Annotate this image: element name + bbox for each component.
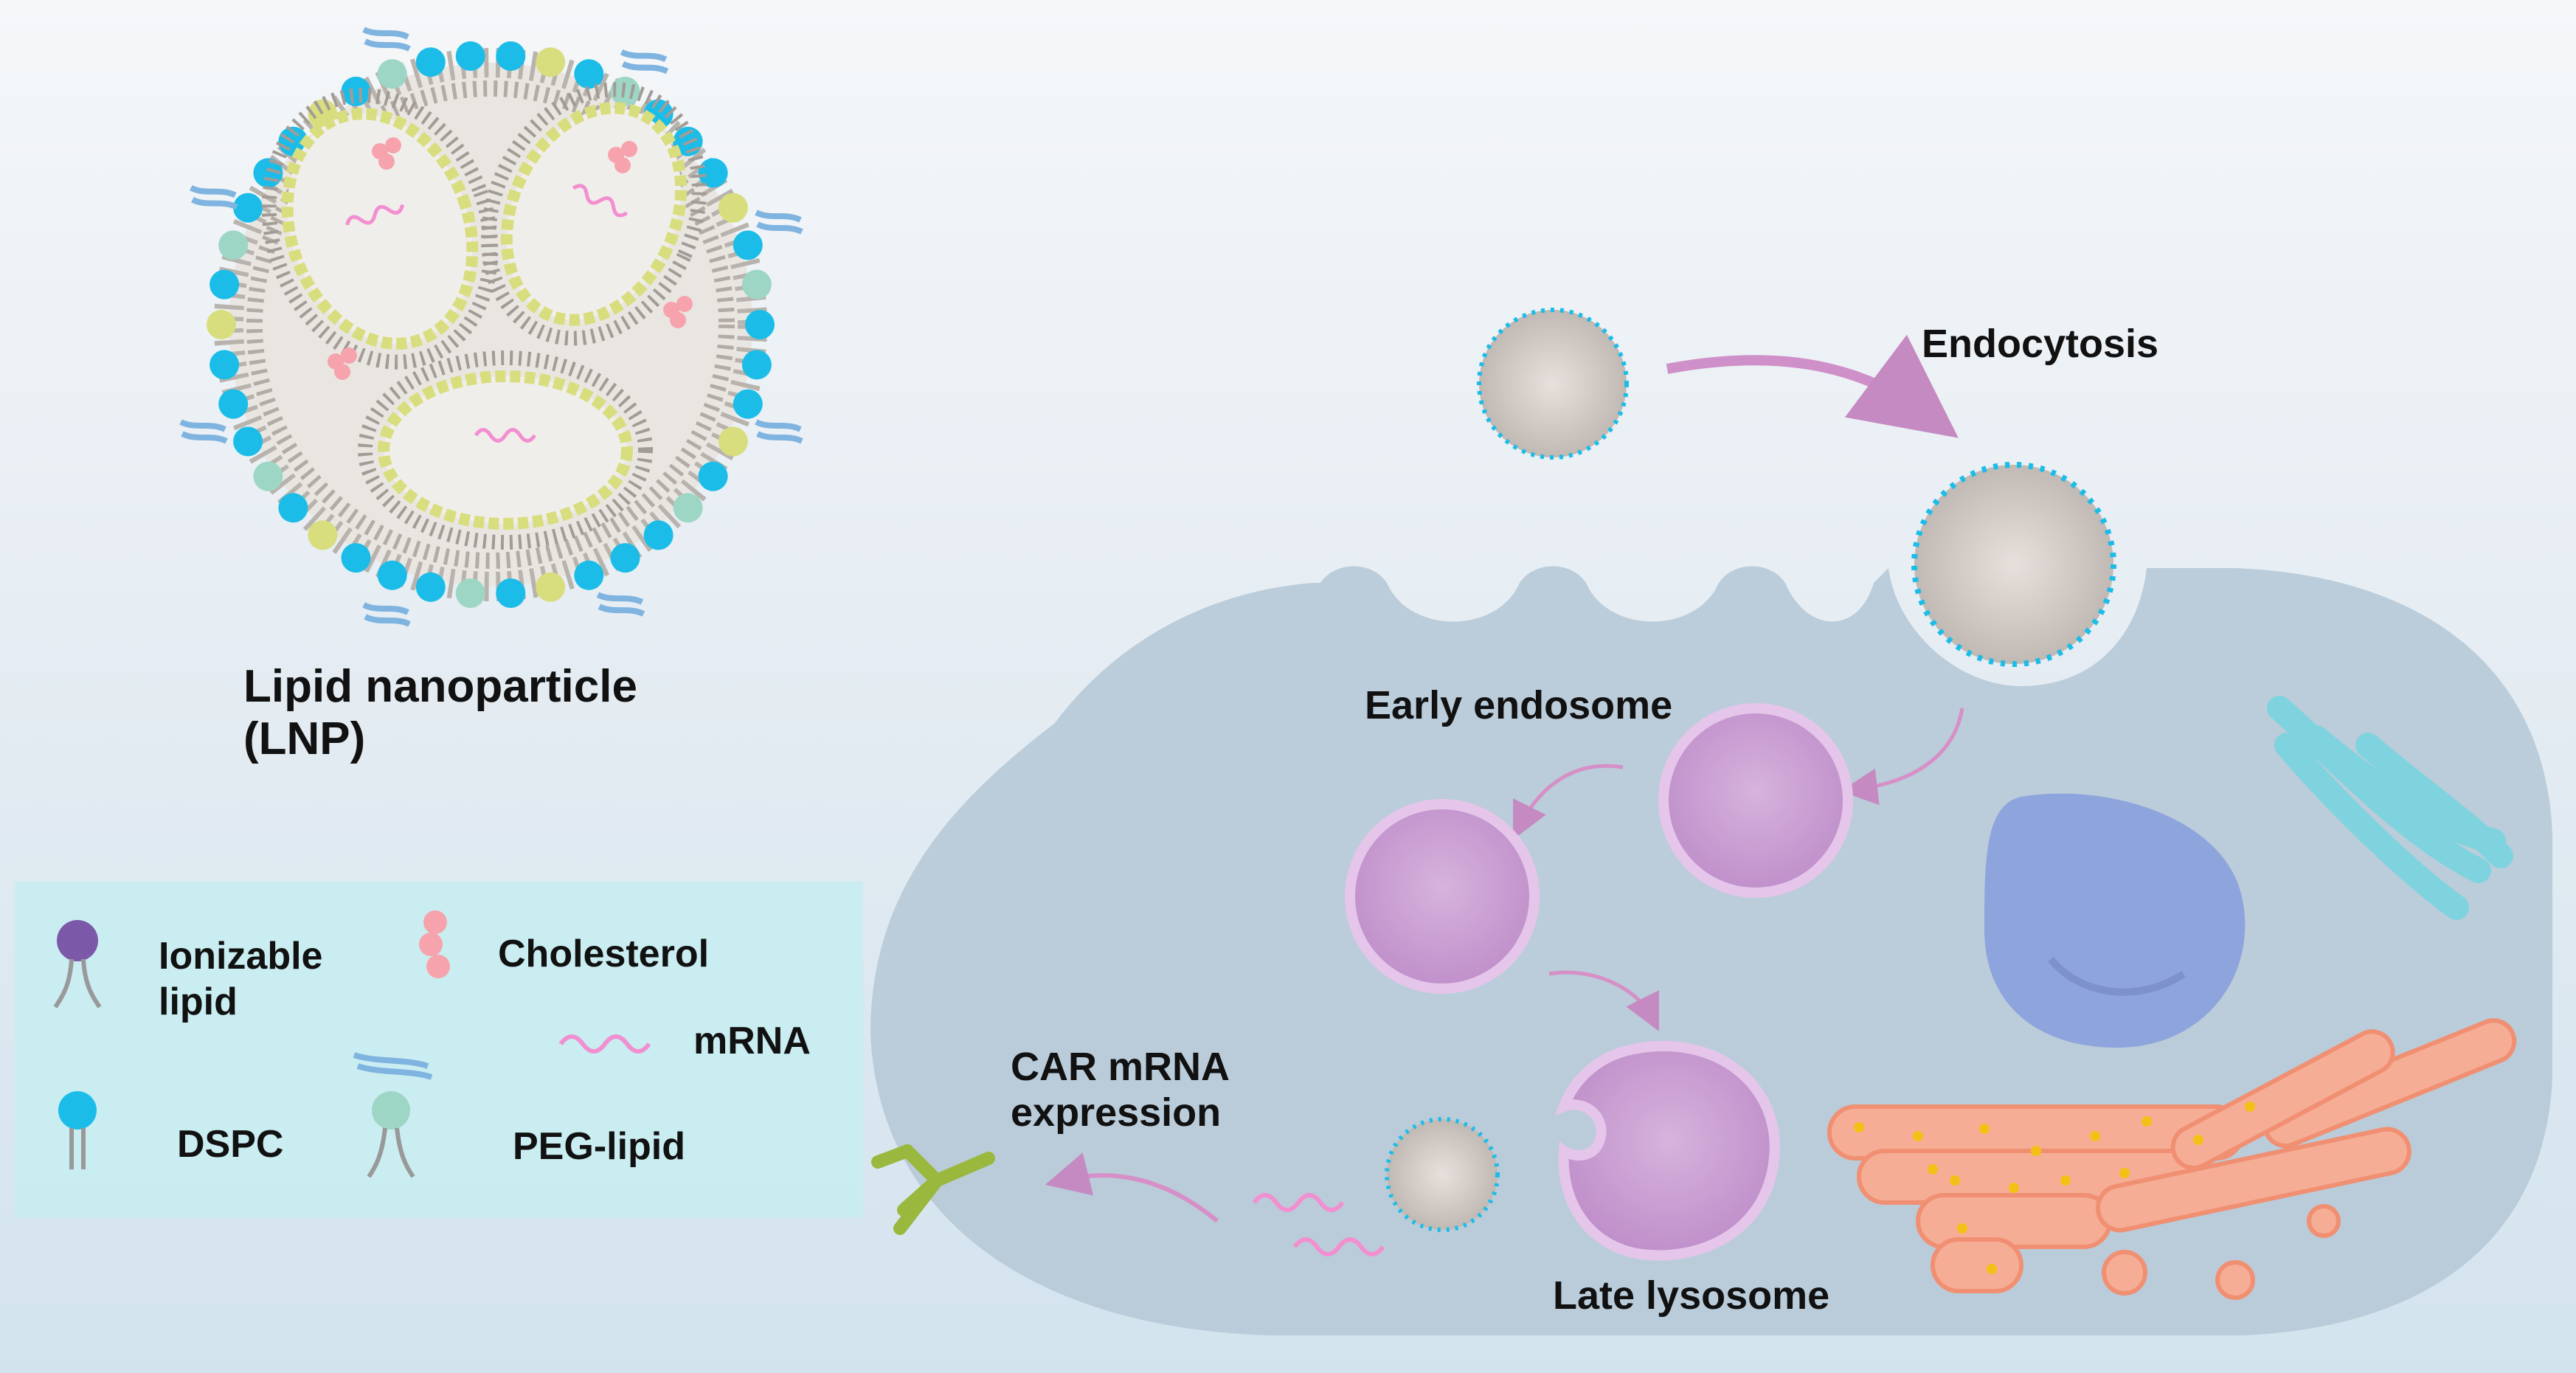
cholesterol [341, 347, 357, 364]
lipid-nanoparticle [179, 27, 803, 627]
lnp-headgroup [733, 230, 763, 260]
lnp-headgroup [218, 389, 249, 419]
legend-ionizable-line2: lipid [159, 981, 238, 1024]
legend-cholesterol-icon [419, 910, 450, 978]
car-expression-label: CAR mRNA expression [1011, 1044, 1230, 1135]
lnp-headgroup [377, 59, 407, 89]
lnp-headgroup [341, 543, 371, 573]
lnp-headgroup [207, 310, 236, 339]
cholesterol [334, 364, 350, 380]
car-antibody [871, 1144, 995, 1235]
lnp-headgroup [210, 269, 240, 300]
lnp-headgroup [278, 493, 308, 523]
legend-mrna-label: mRNA [693, 1020, 811, 1062]
lnp-headgroup [698, 461, 728, 491]
lnp-headgroup [574, 560, 604, 590]
lnp-headgroup [741, 269, 772, 300]
peg-chain [755, 419, 803, 444]
car-label-line1: CAR mRNA [1011, 1045, 1230, 1089]
lnp-headgroup [233, 426, 263, 457]
lnp-headgroup [415, 572, 446, 602]
legend-peg-icon [353, 1052, 433, 1178]
cholesterol [378, 153, 395, 170]
lnp-headgroup [574, 59, 604, 89]
cholesterol [621, 141, 637, 157]
peg-chain [620, 49, 669, 75]
arrow-to-expression [1045, 1152, 1219, 1223]
arrow-endosome-to-endosome [1513, 764, 1624, 840]
peg-chain [179, 419, 228, 444]
lnp-headgroup [210, 350, 240, 380]
released-lnp [1385, 1117, 1500, 1232]
car-label-line2: expression [1011, 1090, 1222, 1135]
lnp-headgroup [377, 560, 407, 590]
lnp-approaching [1477, 308, 1629, 460]
cholesterol [385, 137, 401, 153]
lnp-headgroup [496, 41, 526, 71]
lnp-headgroup [218, 230, 249, 260]
inner-vesicle [358, 350, 653, 550]
lnp-headgroup [643, 520, 674, 550]
lnp-headgroup [673, 493, 703, 523]
early-endosome-1 [1658, 703, 1853, 898]
legend-mrna-icon [558, 1034, 651, 1054]
lnp-headgroup [253, 461, 283, 491]
lnp-headgroup [308, 520, 338, 550]
peg-chain [596, 592, 645, 617]
lnp-headgroup [718, 193, 748, 223]
late-lysosome-label: Late lysosome [1553, 1273, 1830, 1318]
released-mrna [1252, 1193, 1385, 1256]
lnp-headgroup [233, 193, 263, 223]
lnp-headgroup [455, 41, 485, 71]
lnp-headgroup [733, 389, 763, 419]
endoplasmic-reticulum [1827, 1018, 2517, 1300]
legend-dspc-label: DSPC [177, 1123, 284, 1166]
early-endosome-label: Early endosome [1365, 683, 1673, 727]
peg-chain [362, 27, 411, 52]
legend-peg-label: PEG-lipid [513, 1125, 685, 1168]
lnp-headgroup [536, 47, 566, 77]
lnp-headgroup [698, 158, 728, 188]
cholesterol [670, 312, 686, 328]
lnp-headgroup [415, 47, 446, 77]
legend-ionizable-label: Ionizable lipid [159, 933, 322, 1026]
lnp-headgroup [341, 76, 371, 106]
late-lysosome [1554, 1041, 1780, 1261]
lnp-headgroup [718, 426, 748, 457]
early-endosome-2 [1345, 799, 1540, 994]
peg-chain [755, 210, 803, 235]
lnp-headgroup [741, 350, 772, 380]
peg-chain [362, 602, 411, 627]
lnp-headgroup [745, 310, 775, 339]
lnp-headgroup [455, 578, 485, 608]
golgi-apparatus [2267, 696, 2513, 920]
endocytosis-arrow [1666, 334, 1959, 438]
arrow-to-late-lysosome [1548, 970, 1659, 1031]
peg-chain [190, 184, 238, 210]
legend-cholesterol-label: Cholesterol [498, 933, 710, 975]
legend-ionizable-icon [53, 920, 102, 1009]
lnp-headgroup [536, 572, 566, 602]
lnp-title-line2: (LNP) [243, 713, 366, 765]
legend-dspc-icon [58, 1091, 97, 1169]
lnp-title-line1: Lipid nanoparticle [243, 661, 637, 712]
cholesterol [614, 157, 631, 173]
cholesterol [676, 296, 693, 312]
lnp-headgroup [610, 543, 640, 573]
lnp-endocytosed [1911, 462, 2116, 667]
arrow-to-early-endosome [1841, 708, 1964, 806]
endocytosis-label: Endocytosis [1922, 322, 2159, 366]
lnp-headgroup [496, 578, 526, 608]
lnp-title: Lipid nanoparticle (LNP) [243, 660, 637, 766]
nucleus [1984, 793, 2246, 1048]
legend-ionizable-line1: Ionizable [159, 935, 323, 978]
